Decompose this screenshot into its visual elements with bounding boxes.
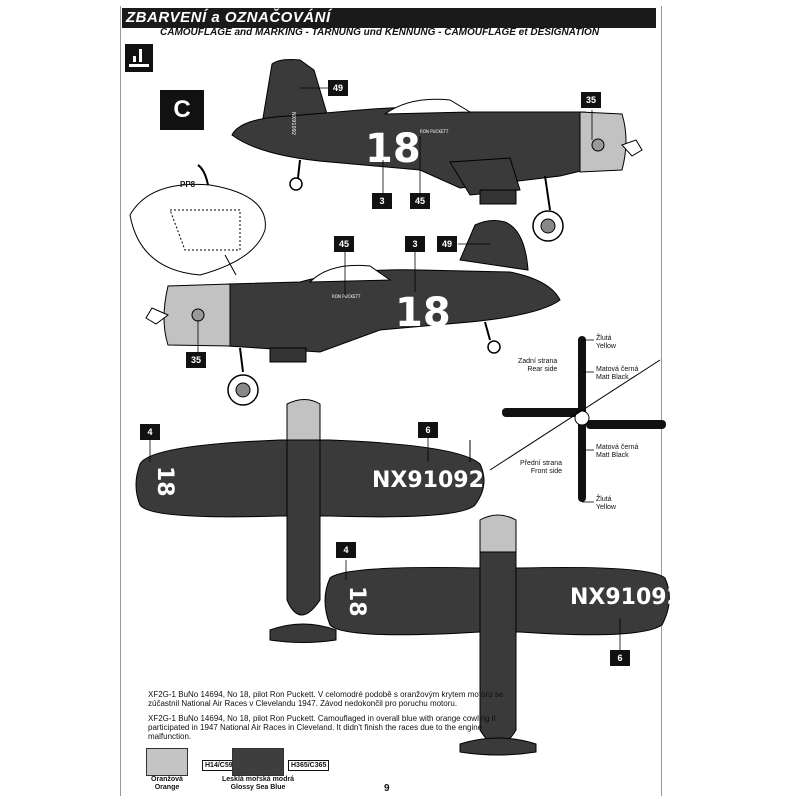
pp8-detail — [129, 164, 266, 276]
note-en-line1: XF2G-1 BuNo 14694, No 18, pilot Ron Puck… — [148, 714, 496, 723]
pilot-name-top: RON PUCKETT — [420, 129, 449, 134]
note-en-line3: malfunction. — [148, 732, 192, 741]
callout-45-mid: 45 — [334, 236, 354, 252]
callout-35-top: 35 — [581, 92, 601, 108]
code-orange: H14/C59 — [202, 760, 236, 771]
canopy — [383, 98, 472, 115]
logo-mark-icon — [129, 49, 149, 67]
page-frame — [120, 6, 662, 796]
callout-pp8: PP8 — [180, 180, 196, 189]
race-number-top: 18 — [365, 126, 421, 172]
page-subtitle: CAMOUFLAGE and MARKING - TARNUNG und KEN… — [160, 27, 600, 38]
propeller-diagram — [489, 336, 666, 503]
upper-tailplane — [269, 623, 337, 643]
lower-plan-view: NX91092 18 — [324, 514, 682, 756]
lower-tailplane — [459, 737, 537, 756]
lower-cowling — [479, 514, 517, 553]
tail-fin-2 — [459, 220, 529, 271]
note-cz-line2: zúčastnil National Air Races v Cleveland… — [148, 699, 458, 708]
callout-3-top: 3 — [372, 193, 392, 209]
fuselage-2 — [227, 269, 561, 353]
page-title: ZBARVENÍ a OZNAČOVÁNÍ — [126, 9, 331, 26]
note-cz-line1: XF2G-1 BuNo 14694, No 18, pilot Ron Puck… — [148, 690, 504, 699]
underwing-number-lower: 18 — [344, 586, 369, 617]
callout-45-top: 45 — [410, 193, 430, 209]
swatch-blue — [232, 748, 284, 776]
upper-fuselage — [286, 439, 321, 616]
side-profile-right: 18 RON PUCKETT NX91092 — [231, 59, 643, 242]
canopy-2 — [308, 264, 392, 283]
side-profile-left: 18 RON PUCKETT — [145, 220, 561, 406]
swatch-orange — [146, 748, 188, 776]
callout-6-upper: 6 — [418, 422, 438, 438]
upper-plan-view: NX91092 18 — [135, 399, 485, 643]
registration-upper: NX91092 — [372, 468, 484, 493]
page-number: 9 — [384, 783, 390, 794]
registration-lower: NX91092 — [570, 585, 682, 610]
wing-root — [449, 157, 521, 196]
callout-4-lower: 4 — [336, 542, 356, 558]
fin-serial-top: NX91092 — [290, 112, 296, 135]
note-en-line2: participated in 1947 National Air Races … — [148, 723, 483, 732]
upper-cowling — [286, 399, 321, 441]
tail-fin — [261, 59, 331, 125]
race-number-mid: 18 — [395, 290, 451, 336]
callout-49-mid: 49 — [437, 236, 457, 252]
callout-35-mid: 35 — [186, 352, 206, 368]
header-bar — [122, 8, 656, 28]
profile-letter-badge: C — [160, 90, 204, 130]
code-blue: H365/C365 — [288, 760, 330, 771]
callout-49-top: 49 — [328, 80, 348, 96]
callout-3-mid: 3 — [405, 236, 425, 252]
publisher-logo — [125, 44, 153, 72]
underwing-number-upper: 18 — [152, 466, 177, 497]
callout-4-upper: 4 — [140, 424, 160, 440]
pilot-name-mid: RON PUCKETT — [332, 294, 361, 299]
callout-6-lower: 6 — [610, 650, 630, 666]
